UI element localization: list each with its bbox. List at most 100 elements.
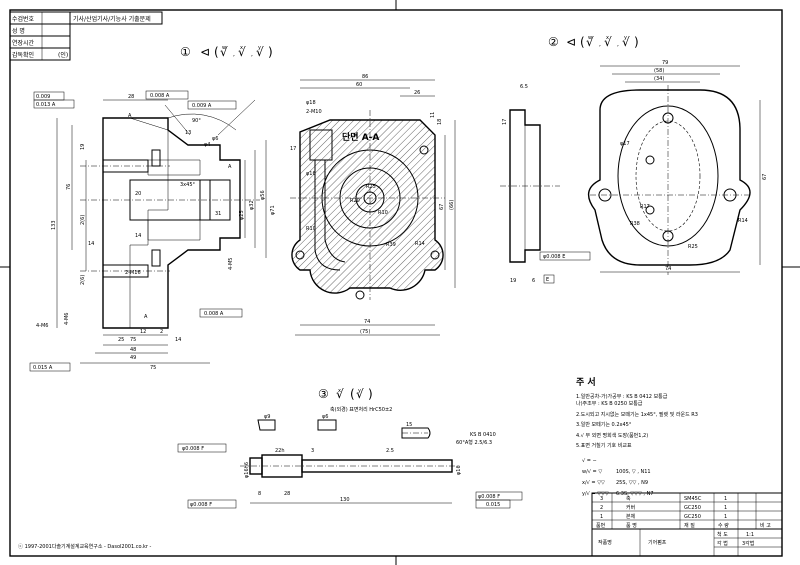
svg-text:2(6): 2(6) xyxy=(80,215,86,225)
svg-text:√: √ xyxy=(604,35,612,49)
svg-text:2(6): 2(6) xyxy=(80,275,86,285)
svg-text:y: y xyxy=(624,35,627,41)
svg-text:수 량: 수 량 xyxy=(718,522,729,529)
svg-text:φ4: φ4 xyxy=(204,142,210,148)
svg-text:0.015 A: 0.015 A xyxy=(33,365,53,371)
svg-text:15: 15 xyxy=(406,422,412,428)
svg-text:74: 74 xyxy=(665,266,671,272)
view3-number: ③ xyxy=(318,387,329,401)
svg-text:): ) xyxy=(368,387,373,401)
svg-text:22h: 22h xyxy=(275,448,285,454)
svg-text:GC250: GC250 xyxy=(684,505,701,511)
view1-title: ① ⊲ ( w √ , x √ , y √ ) xyxy=(180,45,273,59)
svg-text:x/√ = ▽▽: x/√ = ▽▽ xyxy=(582,480,605,486)
svg-text:φ32: φ32 xyxy=(249,200,255,210)
svg-text:본체: 본체 xyxy=(626,513,636,520)
svg-text:6: 6 xyxy=(532,278,535,284)
svg-text:11: 11 xyxy=(430,112,436,118)
svg-text:14: 14 xyxy=(88,241,94,247)
svg-text:KS B 0410: KS B 0410 xyxy=(470,432,496,438)
svg-text:φ71: φ71 xyxy=(270,205,276,215)
svg-text:A: A xyxy=(228,164,232,170)
svg-text:커버: 커버 xyxy=(626,504,635,511)
svg-text:R25: R25 xyxy=(366,184,376,190)
svg-text:E: E xyxy=(546,277,549,283)
view2-title: ② ⊲ ( w √ , x √ , y √ ) xyxy=(548,35,639,49)
header-label-0: 수검번호 xyxy=(12,15,35,23)
svg-text:0.008 A: 0.008 A xyxy=(150,93,170,99)
svg-text:y/√ = ▽▽▽: y/√ = ▽▽▽ xyxy=(582,491,609,497)
svg-text:): ) xyxy=(634,35,639,49)
svg-text:φ16: φ16 xyxy=(306,171,316,177)
svg-text:φ56: φ56 xyxy=(260,190,266,200)
svg-text:각 법: 각 법 xyxy=(717,540,728,547)
svg-text:φ6: φ6 xyxy=(212,136,218,142)
svg-text:0.009 A: 0.009 A xyxy=(192,103,212,109)
svg-text:,: , xyxy=(617,41,619,48)
view2-drawing: 86 60 26 φ18 2-M10 17 φ16 R25 R20 R10 R3… xyxy=(290,74,456,336)
section-label: 단면 A-A xyxy=(342,131,379,143)
svg-text:): ) xyxy=(268,45,273,59)
svg-text:75: 75 xyxy=(150,365,156,371)
shaft-note: 축(외경) 표면처리 HrC50±2 xyxy=(330,406,392,413)
svg-text:0.009: 0.009 xyxy=(36,94,50,100)
svg-text:2-M16: 2-M16 xyxy=(125,270,141,276)
svg-text:19: 19 xyxy=(80,144,86,150)
svg-text:3: 3 xyxy=(311,448,314,454)
svg-text:√: √ xyxy=(336,387,344,401)
svg-text:φ0.008 F: φ0.008 F xyxy=(478,494,500,500)
svg-text:1: 1 xyxy=(724,514,727,520)
svg-text:(58): (58) xyxy=(654,68,664,74)
svg-text:0.008 A: 0.008 A xyxy=(204,311,224,317)
shaft-drawing: 22h φ9 φ6 3 2.5 8 28 130 15 φ16h6 φ16 φ0… xyxy=(177,414,523,509)
svg-text:R10: R10 xyxy=(306,226,316,232)
copyright-text: ⓒ 1997-2001다솔기계설계교육연구소 - Dasol2001.co.kr… xyxy=(18,543,152,550)
svg-text:R14: R14 xyxy=(738,218,748,224)
svg-text:φ6: φ6 xyxy=(322,414,328,420)
notes-block: 주 서 1.일반공차-가)가공부 : KS B 0412 보통급 나)주조부 :… xyxy=(576,376,698,497)
header-label-2: 연장시간 xyxy=(12,39,35,47)
notes-title: 주 서 xyxy=(576,376,596,388)
svg-text:49: 49 xyxy=(130,355,136,361)
svg-text:76: 76 xyxy=(66,184,72,190)
svg-text:0.015: 0.015 xyxy=(486,502,500,508)
svg-text:3.일반 모떼기는 0.2x45°: 3.일반 모떼기는 0.2x45° xyxy=(576,421,632,428)
view1-number: ① xyxy=(180,45,191,59)
svg-text:14: 14 xyxy=(175,337,181,343)
svg-text:품 명: 품 명 xyxy=(626,522,637,529)
svg-text:1.일반공차-가)가공부 : KS B 0412 보통급: 1.일반공차-가)가공부 : KS B 0412 보통급 xyxy=(576,393,668,400)
svg-text:w/√ = ▽: w/√ = ▽ xyxy=(582,469,602,475)
svg-text:φ25: φ25 xyxy=(239,210,245,220)
svg-text:31: 31 xyxy=(215,211,221,217)
svg-text:비 고: 비 고 xyxy=(760,522,771,529)
svg-text:⊲: ⊲ xyxy=(200,45,210,59)
dim-v1-133: 133 xyxy=(51,220,57,230)
svg-text:4-M5: 4-M5 xyxy=(228,258,234,270)
svg-text:17: 17 xyxy=(502,119,508,125)
svg-text:12: 12 xyxy=(140,329,146,335)
svg-text:⊲: ⊲ xyxy=(566,35,576,49)
svg-text:φ18: φ18 xyxy=(306,100,316,106)
svg-text:2-M10: 2-M10 xyxy=(306,109,322,115)
svg-text:√: √ xyxy=(622,35,630,49)
svg-text:나)주조부 : KS B 0250 보통급: 나)주조부 : KS B 0250 보통급 xyxy=(576,400,643,407)
svg-text:60: 60 xyxy=(356,82,362,88)
svg-text:3x45°: 3x45° xyxy=(180,182,196,188)
svg-text:R10: R10 xyxy=(378,210,388,216)
svg-text:2: 2 xyxy=(600,505,603,511)
svg-text:3각법: 3각법 xyxy=(742,540,754,547)
svg-text:φ0.008 F: φ0.008 F xyxy=(182,446,204,452)
header-table: 수검번호 성 명 연장시간 감독확인 기사/산업기사/기능사 기출문제 (인) xyxy=(9,11,163,61)
svg-text:25S, ▽▽ , N9: 25S, ▽▽ , N9 xyxy=(616,480,648,486)
svg-text:0.013 A: 0.013 A xyxy=(36,102,56,108)
svg-text:1: 1 xyxy=(724,496,727,502)
svg-text:y: y xyxy=(358,388,361,394)
svg-text:SM45C: SM45C xyxy=(684,496,702,502)
svg-text:75: 75 xyxy=(130,337,136,343)
svg-text:4-M6: 4-M6 xyxy=(36,323,48,329)
svg-text:1: 1 xyxy=(600,514,603,520)
svg-text:100S, ▽ , N11: 100S, ▽ , N11 xyxy=(616,469,651,475)
svg-text:x: x xyxy=(606,35,609,41)
svg-text:2.5: 2.5 xyxy=(386,448,394,454)
svg-text:x: x xyxy=(240,45,243,51)
